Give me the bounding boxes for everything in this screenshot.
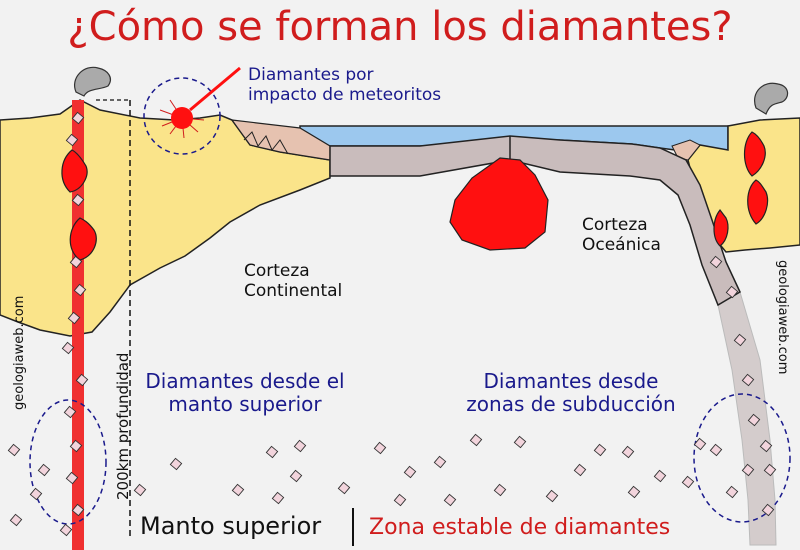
subduction-label-line2: zonas de subducción (466, 392, 676, 416)
diamond-crystal (433, 455, 447, 469)
diamond-crystal (337, 481, 351, 495)
footer-separator (352, 508, 354, 546)
diamond-crystal (741, 463, 755, 477)
diamond-crystal (725, 485, 739, 499)
diamond-crystal (271, 491, 285, 505)
diamond-crystal (65, 133, 79, 147)
diamond-crystal (65, 471, 79, 485)
meteorite (171, 107, 193, 129)
diamond-crystal (593, 443, 607, 457)
diamond-crystal (373, 441, 387, 455)
volcanic-plume-left (74, 66, 111, 97)
subduction-diamonds-label: Diamantes desde zonas de subducción (446, 370, 696, 416)
diamond-crystal (293, 439, 307, 453)
magma-drop-left-2 (69, 217, 97, 261)
diamond-crystal (7, 443, 21, 457)
continental-crust-label: Corteza Continental (244, 261, 343, 301)
diamond-crystal (169, 457, 183, 471)
diamond-crystal (627, 485, 641, 499)
diamond-crystals (7, 111, 777, 537)
diamond-crystal (733, 333, 747, 347)
diamond-crystal (469, 433, 483, 447)
footer-diamond-stable-zone: Zona estable de diamantes (369, 515, 671, 540)
diamond-crystal (621, 445, 635, 459)
magma-drop-right-1 (743, 131, 766, 177)
meteorite-label-line1: Diamantes por (248, 65, 374, 85)
diamond-crystal (747, 413, 761, 427)
diamond-crystal (67, 311, 81, 325)
diamond-crystal (231, 483, 245, 497)
diamond-crystal (693, 437, 707, 451)
page-title: ¿Cómo se forman los diamantes? (67, 4, 733, 50)
meteorite-diamonds-label: Diamantes por impacto de meteoritos (248, 65, 442, 105)
diamond-crystal (29, 487, 43, 501)
diamond-crystal (403, 465, 417, 479)
diamond-crystal (725, 285, 739, 299)
diamond-crystal (653, 469, 667, 483)
diamond-crystal (763, 463, 777, 477)
diamond-crystal (71, 111, 85, 125)
upper-mantle-diamonds-label: Diamantes desde el manto superior (130, 370, 360, 416)
oceanic-crust (329, 135, 741, 307)
diamond-crystal (75, 373, 89, 387)
diamond-zone-left (29, 399, 107, 525)
diamond-crystal (513, 435, 527, 449)
depth-label: 200km profundidad (114, 352, 132, 500)
diamond-crystal (709, 255, 723, 269)
diamond-crystal (759, 439, 773, 453)
upper-mantle-label-line1: Diamantes desde el (145, 369, 345, 393)
meteorite-trail (189, 66, 241, 112)
diamond-crystal (545, 489, 559, 503)
watermark-left: geologiaweb.com (12, 295, 27, 410)
diamond-crystal (741, 373, 755, 387)
diamond-crystal (443, 493, 457, 507)
kimberlite-pipe (72, 100, 84, 550)
diamond-crystal (73, 283, 87, 297)
subduction-label-line1: Diamantes desde (483, 369, 659, 393)
magma-drop-right-3 (713, 209, 729, 247)
diamond-crystal (133, 483, 147, 497)
watermark-right: geologiaweb.com (775, 260, 790, 375)
oceanic-label-line1: Corteza (582, 215, 648, 235)
diamond-crystal (393, 493, 407, 507)
diamond-crystal (289, 469, 303, 483)
diamond-crystal (681, 475, 695, 489)
diamond-crystal (71, 503, 85, 517)
diamond-crystal (59, 523, 73, 537)
magma-drop-left-1 (61, 149, 88, 193)
diamond-crystal (69, 255, 83, 269)
diamond-crystal (61, 341, 75, 355)
oceanic-label-line2: Oceánica (582, 234, 661, 255)
diamond-crystal (69, 439, 83, 453)
subducted-slab-deep (717, 291, 777, 546)
diamond-crystal (761, 503, 775, 517)
oceanic-crust-label: Corteza Oceánica (582, 215, 661, 255)
diamond-crystal (709, 443, 723, 457)
diamond-crystal (265, 445, 279, 459)
diamond-crystal (63, 405, 77, 419)
diamond-crystal (493, 483, 507, 497)
sediment-folds-left (243, 131, 289, 155)
magma-chamber (449, 157, 549, 251)
diamond-crystal (573, 463, 587, 477)
diamond-crystal (37, 463, 51, 477)
diamond-zone-right (693, 393, 791, 523)
upper-mantle-label-line2: manto superior (168, 392, 322, 416)
meteorite-impact-zone (143, 77, 221, 155)
continental-label-line1: Corteza (244, 261, 310, 281)
magma-drop-right-2 (747, 179, 769, 225)
footer-upper-mantle: Manto superior (140, 512, 322, 540)
diamond-crystal (9, 513, 23, 527)
diamond-crystal (71, 193, 85, 207)
volcanic-plume-right (754, 82, 789, 115)
continental-label-line2: Continental (244, 280, 343, 301)
meteorite-label-line2: impacto de meteoritos (248, 84, 442, 105)
